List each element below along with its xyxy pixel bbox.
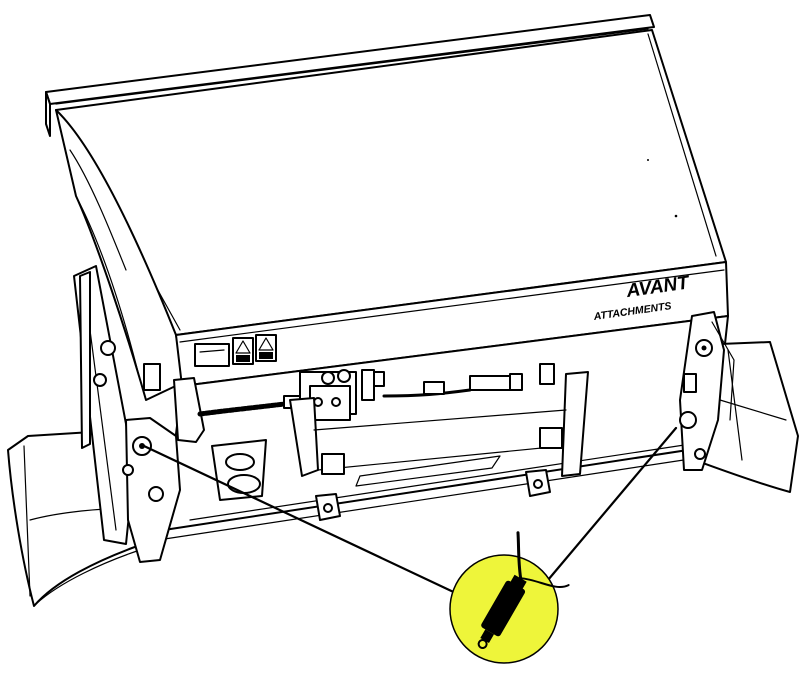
grease-pointer-lines <box>142 426 678 598</box>
grease-gun-icon <box>477 531 570 650</box>
right-pivot-arm <box>679 311 735 471</box>
bucket-top-rim <box>45 14 655 137</box>
warning-triangle-icon <box>232 337 254 365</box>
mounting-frame <box>289 371 589 477</box>
warning-hand-icon <box>255 334 277 362</box>
lifting-eyes <box>315 469 551 521</box>
hydraulic-hose-right <box>382 363 555 398</box>
left-pivot-arm <box>93 340 205 563</box>
grease-gun-callout <box>449 531 570 664</box>
warning-labels <box>194 334 277 367</box>
